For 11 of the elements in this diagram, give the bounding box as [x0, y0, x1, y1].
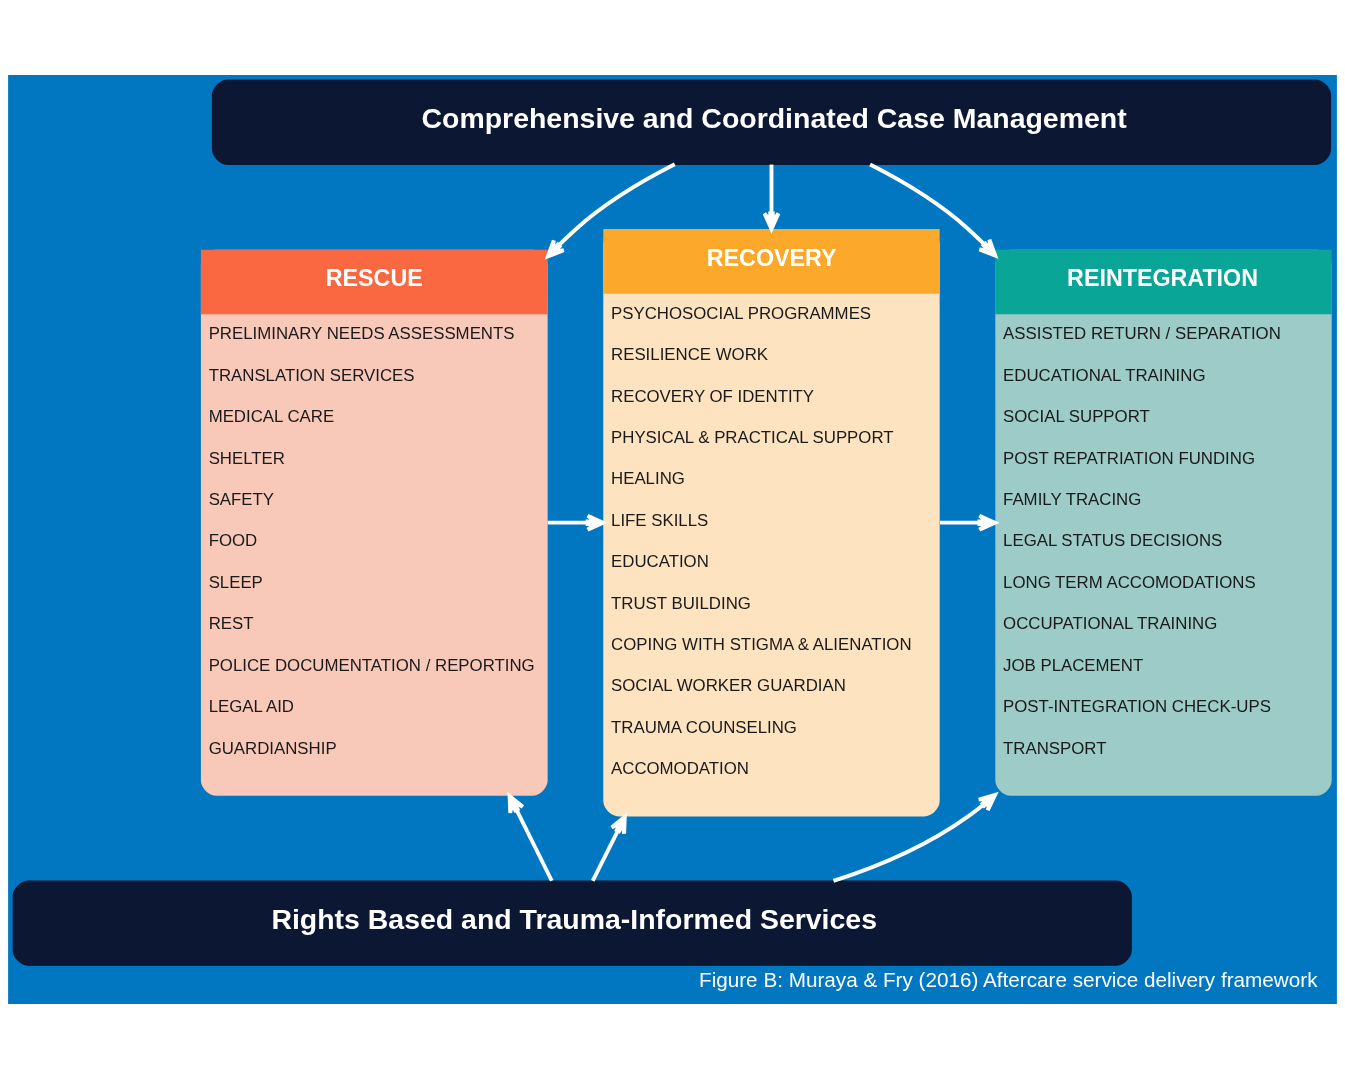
node-box: Comprehensive and Coordinated Case Management — [211, 79, 1332, 165]
node-box: Rights Based and Trauma-Informed Services — [12, 879, 1132, 966]
arrow — [869, 162, 998, 258]
arrow — [762, 164, 781, 231]
arrow — [590, 814, 627, 882]
arrow — [545, 162, 676, 258]
arrow — [547, 513, 606, 532]
arrow — [832, 792, 998, 883]
arrow — [939, 513, 997, 532]
caption: Figure B: Muraya & Fry (2016) Aftercare service delivery framework — [698, 967, 1318, 991]
arrow — [507, 793, 554, 882]
